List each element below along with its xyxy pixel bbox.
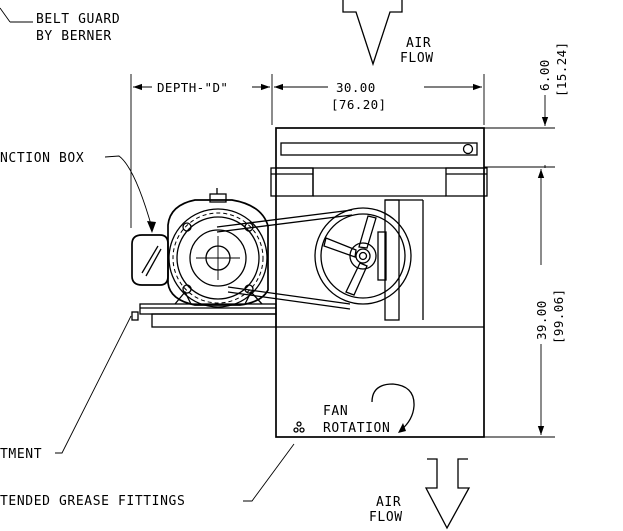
junction-box-label: NCTION BOX: [0, 151, 84, 166]
airflow-top-label-2: FLOW: [400, 51, 434, 66]
airflow-top-label: AIR: [406, 36, 431, 51]
width-dimension: [274, 74, 485, 125]
grease-fittings: [293, 421, 305, 433]
top-dimension-value: 6.00: [537, 59, 552, 91]
top-dimension-metric: [15.24]: [554, 42, 569, 97]
adjustment-label: TMENT: [0, 447, 42, 462]
height-dimension: [484, 169, 555, 438]
height-dimension-value: 39.00: [534, 300, 549, 340]
top-dimension: [484, 95, 555, 168]
height-dimension-metric: [99.06]: [551, 289, 566, 344]
airflow-bottom-arrow: [424, 458, 471, 530]
fan-pulley: [314, 207, 412, 305]
mounting-flange: [270, 167, 488, 197]
fan-label: FAN: [323, 404, 348, 419]
junction-box: [131, 234, 169, 286]
depth-dimension-label: DEPTH-"D": [157, 80, 228, 95]
depth-dimension: [130, 74, 273, 228]
belt-guard-label: BELT GUARD: [36, 12, 120, 27]
fan-shaft-frame: [384, 199, 424, 321]
belt-guard-label-2: BY BERNER: [36, 29, 112, 44]
grease-fittings-label: TENDED GREASE FITTINGS: [0, 494, 185, 509]
leader-lines: [0, 7, 295, 502]
motor: [167, 188, 269, 308]
width-dimension-value: 30.00: [336, 80, 376, 95]
airflow-bottom-label-2: FLOW: [369, 510, 403, 525]
motor-base: [131, 290, 277, 328]
width-dimension-metric: [76.20]: [331, 97, 386, 112]
airflow-bottom-label: AIR: [376, 495, 401, 510]
fan-rotation-arrow: [371, 383, 415, 433]
rotation-label: ROTATION: [323, 421, 390, 436]
drive-belt: [216, 209, 353, 310]
airflow-top-arrow: [342, 0, 403, 67]
